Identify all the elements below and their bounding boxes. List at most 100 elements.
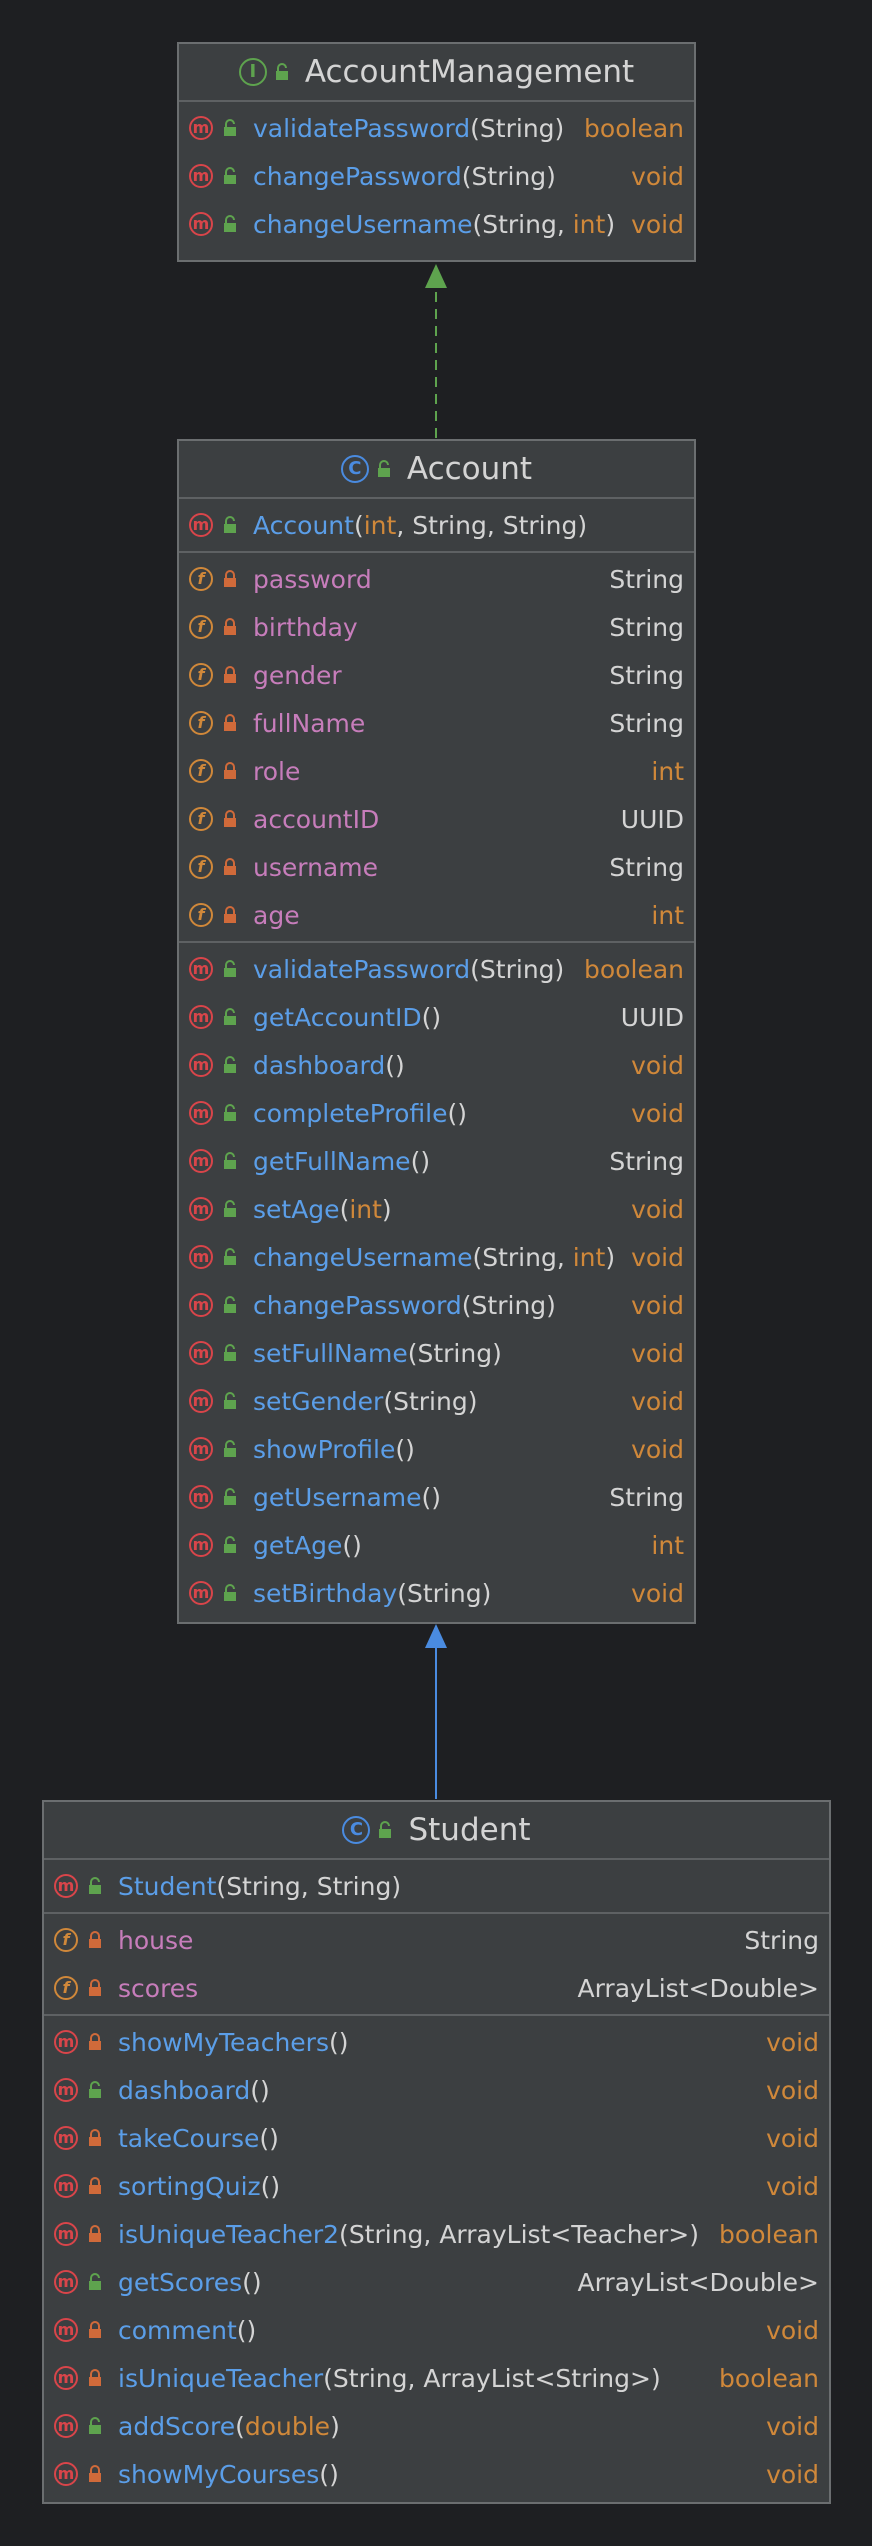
field-icon: f	[189, 711, 213, 735]
param-type: String	[417, 1338, 493, 1368]
return-type: String	[609, 1146, 684, 1176]
method-icon: m	[189, 116, 213, 140]
method-params: (String)	[383, 1386, 478, 1416]
method-params: ()	[447, 1098, 468, 1128]
unlocked-icon	[224, 119, 236, 136]
method-name: completeProfile	[253, 1098, 448, 1128]
class-icon: C	[342, 1816, 371, 1844]
method-params: ()	[242, 2267, 262, 2297]
method-params: (int, String, String)	[353, 510, 588, 540]
method-icon: m	[54, 2366, 78, 2390]
method-icon: m	[189, 1245, 213, 1269]
method-params: (String)	[397, 1578, 492, 1608]
method-icon: m	[189, 164, 213, 188]
unlocked-icon	[377, 460, 390, 477]
method-name: setFullName	[253, 1338, 408, 1368]
param-type: String	[502, 510, 578, 540]
return-type: void	[631, 1050, 684, 1080]
method-icon: m	[189, 1389, 213, 1413]
unlocked-icon	[275, 63, 288, 80]
method-params: (String)	[470, 113, 565, 143]
unlocked-icon	[224, 1536, 236, 1553]
method-name: changeUsername	[253, 1242, 473, 1272]
return-type: void	[631, 1194, 684, 1224]
unlocked-icon	[89, 1877, 101, 1894]
method-params: ()	[421, 1002, 442, 1032]
method-params: ()	[342, 1530, 362, 1560]
method-params: (int)	[339, 1194, 392, 1224]
return-type: int	[651, 756, 684, 786]
unlocked-icon	[224, 1344, 236, 1361]
method-name: setGender	[253, 1386, 384, 1416]
method-params: ()	[260, 2171, 281, 2201]
param-type: String	[482, 1242, 557, 1272]
lock-icon	[224, 906, 236, 923]
return-type: String	[609, 612, 684, 642]
lock-icon	[89, 2225, 101, 2242]
field-name: accountID	[253, 804, 380, 834]
return-type: String	[609, 564, 684, 594]
unlocked-icon	[224, 1248, 236, 1265]
field-name: gender	[253, 660, 342, 690]
method-name: Student	[118, 1871, 217, 1901]
return-type: int	[651, 1530, 684, 1560]
return-type: void	[631, 1290, 684, 1320]
return-type: String	[744, 1925, 819, 1955]
unlocked-icon	[224, 1296, 236, 1313]
method-icon: m	[189, 1485, 213, 1509]
param-type: String	[348, 2219, 424, 2249]
param-type: int	[572, 1242, 606, 1272]
unlocked-icon	[224, 1200, 236, 1217]
method-name: isUniqueTeacher	[118, 2363, 324, 2393]
return-type: void	[766, 2459, 819, 2489]
method-params: (String)	[470, 954, 565, 984]
method-params: ()	[328, 2027, 349, 2057]
method-name: dashboard	[118, 2075, 251, 2105]
method-params: (String)	[407, 1338, 502, 1368]
unlocked-icon	[224, 1056, 236, 1073]
